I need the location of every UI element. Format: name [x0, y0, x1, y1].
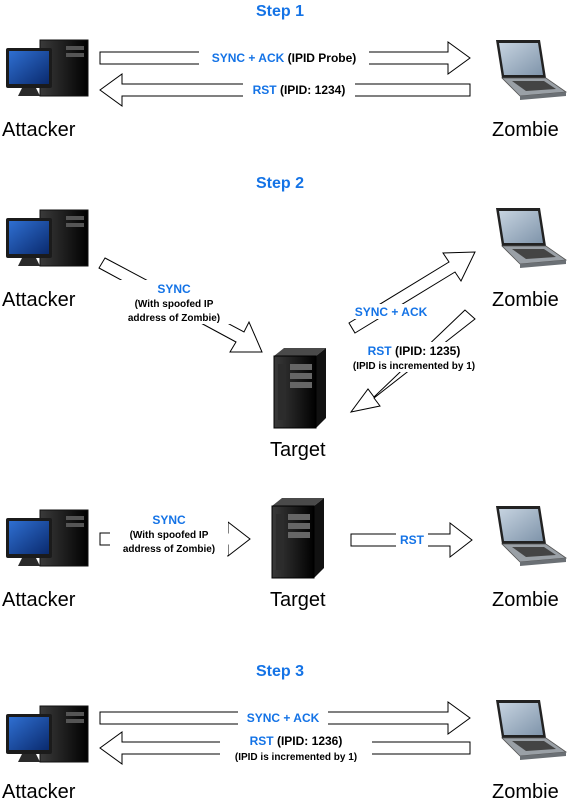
target-server-icon: [271, 497, 325, 579]
attacker-computer-icon: [5, 705, 89, 763]
target-label: Target: [270, 439, 326, 461]
step3-rst-blue: RST: [250, 734, 275, 748]
step2-spoof-line1: (With spoofed IP: [135, 299, 214, 310]
step2b-sync-label: SYNC: [152, 513, 186, 527]
zombie-label: Zombie: [492, 781, 559, 803]
step2b-rst-label: RST: [400, 533, 425, 547]
step2b-spoof-line2: address of Zombie): [123, 544, 215, 555]
step2-synack-label: SYNC + ACK: [355, 305, 428, 319]
attacker-computer-icon: [5, 39, 89, 97]
step1-probe-blue: SYNC + ACK: [212, 51, 285, 65]
step3-rst-label: RST (IPID: 1236): [250, 734, 343, 748]
step2b-spoof-line1: (With spoofed IP: [130, 530, 209, 541]
zombie-laptop-icon: [495, 207, 567, 269]
attacker-label: Attacker: [2, 589, 76, 611]
step2-rst-label: RST (IPID: 1235): [368, 344, 461, 358]
target-label: Target: [270, 589, 326, 611]
zombie-label: Zombie: [492, 289, 559, 311]
step1-probe-label: SYNC + ACK (IPID Probe): [212, 51, 357, 65]
step1-probe-black: (IPID Probe): [284, 51, 356, 65]
step2-spoof-line2: address of Zombie): [128, 313, 220, 324]
step3-rst-note: (IPID is incremented by 1): [235, 752, 357, 763]
step2-rst-blue: RST: [368, 344, 393, 358]
step2-rst-note: (IPID is incremented by 1): [353, 361, 475, 372]
step1-heading: Step 1: [256, 3, 304, 20]
attacker-label: Attacker: [2, 119, 76, 141]
zombie-label: Zombie: [492, 589, 559, 611]
zombie-label: Zombie: [492, 119, 559, 141]
attacker-computer-icon: [5, 209, 89, 267]
step1-reply-blue: RST: [253, 83, 278, 97]
zombie-laptop-icon: [495, 699, 567, 761]
attacker-label: Attacker: [2, 781, 76, 803]
step2-rst-black: (IPID: 1235): [392, 344, 461, 358]
step1-reply-black: (IPID: 1234): [277, 83, 346, 97]
target-server-icon: [273, 347, 327, 429]
step3-synack-label: SYNC + ACK: [247, 711, 320, 725]
attacker-computer-icon: [5, 509, 89, 567]
step2-heading: Step 2: [256, 175, 304, 192]
step2-sync-label: SYNC: [157, 282, 191, 296]
step3-rst-black: (IPID: 1236): [274, 734, 343, 748]
step3-heading: Step 3: [256, 663, 304, 680]
attacker-label: Attacker: [2, 289, 76, 311]
zombie-laptop-icon: [495, 505, 567, 567]
zombie-laptop-icon: [495, 39, 567, 101]
step1-reply-label: RST (IPID: 1234): [253, 83, 346, 97]
